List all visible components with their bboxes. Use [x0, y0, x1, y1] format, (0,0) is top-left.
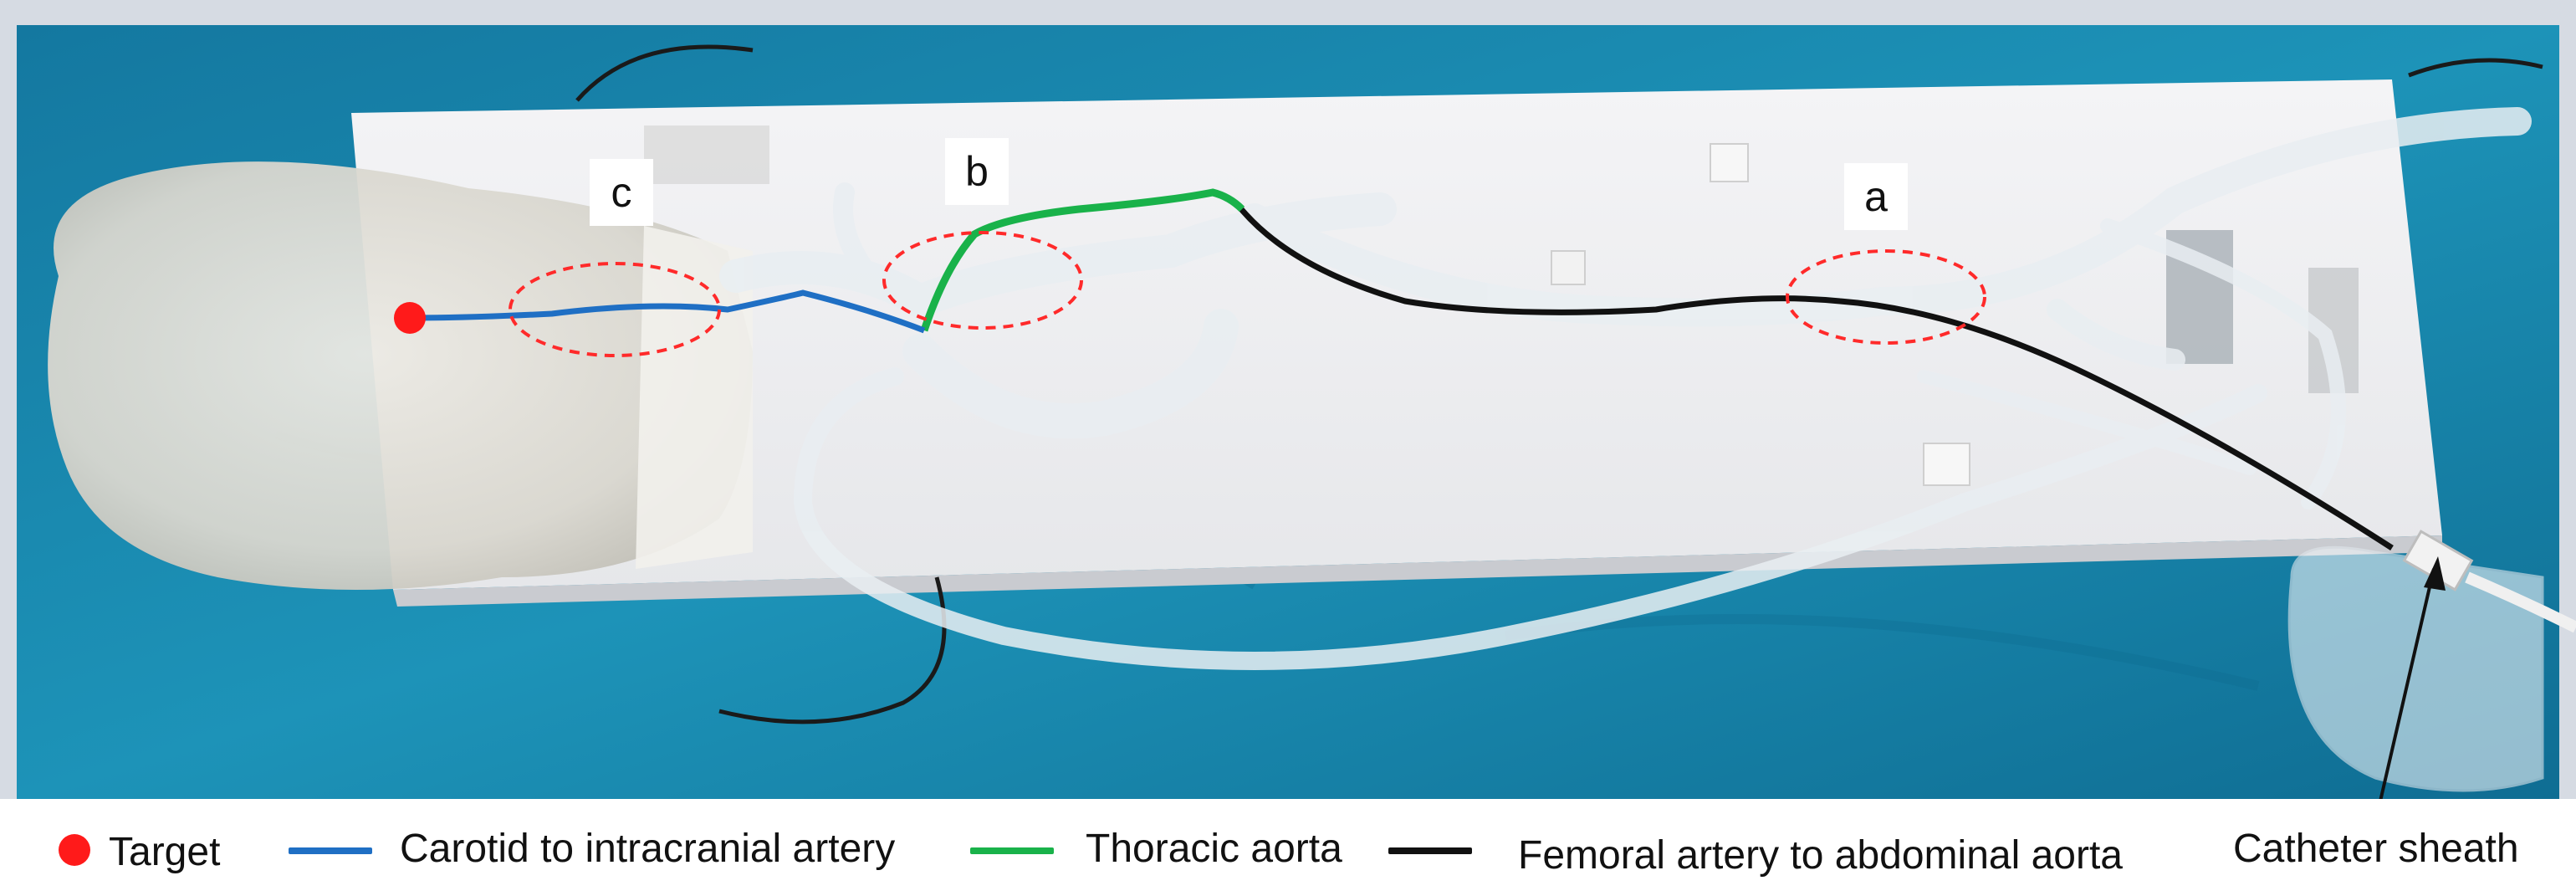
connector: [1551, 250, 1586, 285]
legend-carotid-swatch: [289, 847, 372, 854]
phantom-photo: [0, 0, 2576, 799]
legend-femoral-swatch: [1388, 847, 1472, 854]
target-dot: [394, 302, 426, 334]
carotid-intracranial-path: [409, 289, 926, 334]
legend-sheath-label: Catheter sheath: [2233, 827, 2519, 871]
label-a: a: [1844, 163, 1908, 230]
legend-femoral-label: Femoral artery to abdominal aorta: [1518, 833, 2123, 878]
ellipse-b: [882, 231, 1083, 330]
legend-target-label: Target: [109, 830, 221, 874]
thoracic-aorta-path: [920, 188, 1245, 332]
barcode-label: [644, 125, 769, 184]
legend-target-swatch: [59, 834, 90, 866]
label-c: c: [590, 159, 653, 226]
vessel-tubing: [719, 107, 2532, 670]
sheath-arrow-head: [2424, 556, 2446, 591]
black-cable: [575, 44, 754, 102]
legend: Target Carotid to intracranial artery Th…: [0, 799, 2576, 896]
connector: [1710, 143, 1749, 182]
black-cable: [718, 576, 947, 724]
label-b: b: [945, 138, 1009, 205]
connector: [1923, 443, 1970, 486]
sheath-tube: [2465, 571, 2576, 633]
femoral-abdominal-path: [1235, 202, 2394, 550]
drape-fold: [1505, 614, 2260, 691]
label-b-text: b: [965, 148, 989, 195]
label-a-text: a: [1864, 173, 1888, 220]
skull-phantom: [48, 161, 753, 590]
legend-thoracic-swatch: [970, 847, 1054, 854]
black-cable: [2408, 58, 2543, 78]
beaker: [2287, 545, 2544, 792]
sheath-arrow-line: [2379, 568, 2435, 799]
ellipse-a: [1786, 249, 1986, 345]
ellipse-c: [509, 262, 721, 357]
white-board: [351, 79, 2442, 590]
legend-thoracic-label: Thoracic aorta: [1086, 827, 1342, 871]
board-edge: [393, 535, 2442, 607]
legend-carotid-label: Carotid to intracranial artery: [400, 827, 896, 871]
label-c-text: c: [611, 169, 632, 216]
